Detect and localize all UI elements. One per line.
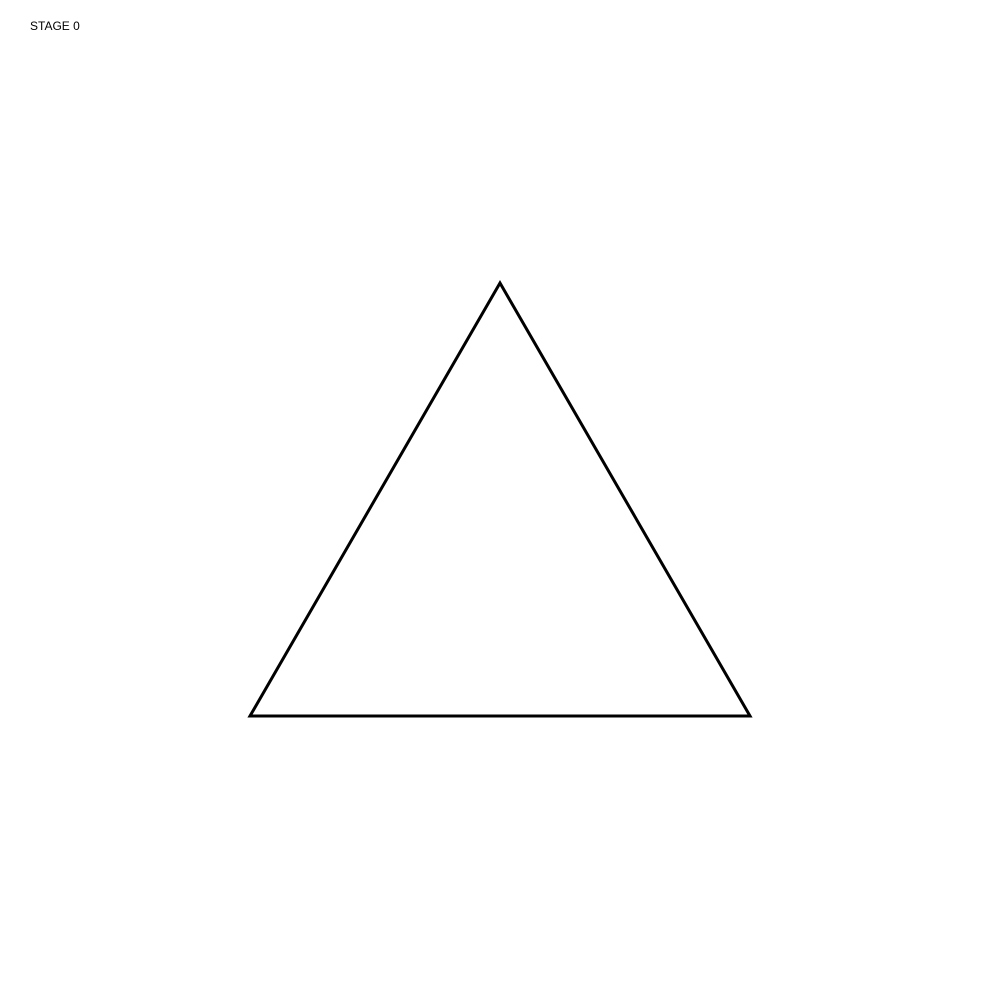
stage-label: STAGE 0	[30, 19, 80, 33]
triangle-shape	[247, 280, 753, 718]
